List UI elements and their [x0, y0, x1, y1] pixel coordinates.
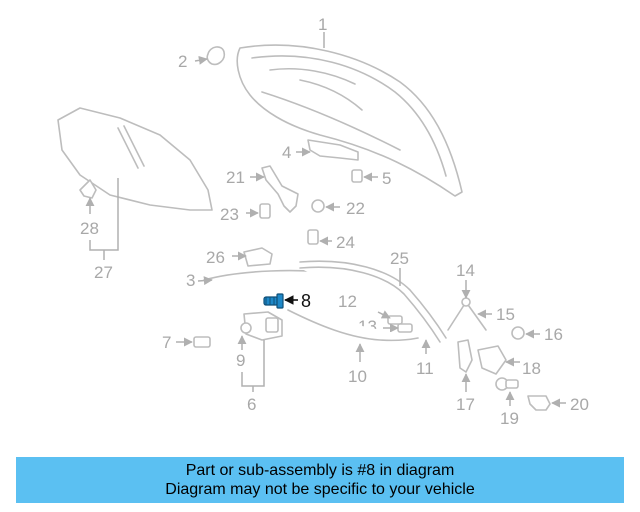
bolt-23 — [259, 203, 271, 219]
callout-1: 1 — [318, 15, 327, 34]
callout-28: 28 — [80, 219, 99, 238]
banner-disclaimer-line: Diagram may not be specific to your vehi… — [165, 481, 475, 498]
hood-hinge — [307, 139, 359, 161]
hinge-arm — [261, 165, 299, 213]
callout-6: 6 — [247, 395, 256, 414]
insulator-clip — [79, 179, 97, 199]
hood-insulator — [57, 107, 213, 211]
callout-8: 8 — [301, 291, 311, 311]
highlighted-bolt-8 — [263, 293, 284, 309]
callout-7: 7 — [162, 333, 171, 352]
hood-bumper — [206, 46, 226, 66]
callout-24: 24 — [336, 233, 355, 252]
callout-4: 4 — [282, 143, 291, 162]
bracket-18 — [477, 345, 507, 375]
prop-rod-14 — [447, 297, 487, 331]
callout-15: 15 — [496, 305, 515, 324]
callout-5: 5 — [382, 169, 391, 188]
callout-14: 14 — [456, 261, 475, 280]
latch-screw-9 — [240, 322, 252, 334]
callout-11: 11 — [416, 359, 434, 378]
callout-20: 20 — [570, 395, 589, 414]
callout-10: 10 — [348, 367, 367, 386]
callout-2: 2 — [178, 52, 187, 71]
strut-17 — [457, 339, 473, 373]
info-banner: Part or sub-assembly is #8 in diagram Di… — [16, 457, 624, 503]
callout-3: 3 — [186, 271, 195, 290]
callout-17: 17 — [456, 395, 475, 414]
clip-12 — [387, 315, 403, 325]
callout-22: 22 — [346, 199, 365, 218]
callout-19: 19 — [500, 409, 519, 428]
callout-27: 27 — [94, 263, 113, 282]
hood-latch — [243, 311, 283, 341]
callout-9: 9 — [236, 351, 245, 370]
bracket-26 — [243, 247, 273, 267]
callout-18: 18 — [522, 359, 541, 378]
callout-25: 25 — [390, 249, 409, 268]
hood-panel — [236, 44, 463, 197]
callout-21: 21 — [226, 168, 245, 187]
bolt-24 — [307, 229, 319, 245]
callout-26: 26 — [206, 248, 225, 267]
parts-diagram: 1 2 28 27 4 5 21 22 23 — [57, 15, 589, 428]
banner-part-line: Part or sub-assembly is #8 in diagram — [185, 462, 455, 479]
clip-13 — [397, 323, 413, 333]
latch-cable — [287, 309, 419, 342]
bolt-20 — [527, 395, 551, 411]
callout-16: 16 — [544, 325, 563, 344]
callout-23: 23 — [220, 205, 239, 224]
bolt-19 — [495, 377, 519, 391]
callout-12: 12 — [338, 292, 357, 311]
nut-22 — [311, 199, 325, 213]
bolt-5 — [351, 169, 363, 183]
bolt-7 — [193, 336, 211, 348]
grommet-16 — [511, 326, 525, 340]
